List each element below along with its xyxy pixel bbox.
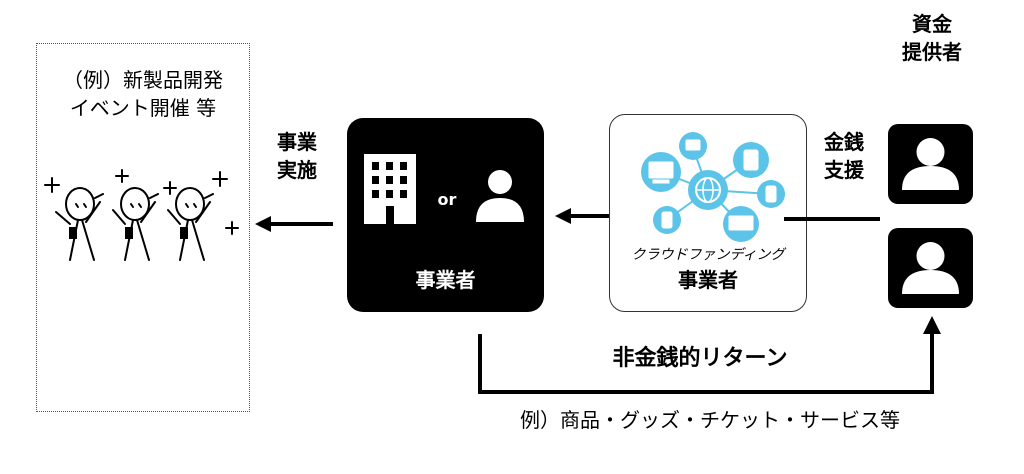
implementation-label: 事業 実施	[272, 128, 322, 184]
person-icon	[902, 138, 959, 190]
implementation-line-2: 実施	[277, 158, 317, 182]
network-devices-icon	[641, 132, 785, 242]
example-caption: （例）新製品開発 イベント開催 等	[36, 66, 250, 122]
money-support-label: 金銭 支援	[816, 128, 872, 184]
provider-box-2	[888, 228, 973, 308]
person-icon	[902, 242, 959, 294]
example-line-1: （例）新製品開発	[63, 68, 223, 92]
money-line-1: 金銭	[824, 130, 864, 154]
building-icon	[364, 154, 416, 224]
fund-providers-label: 資金 提供者	[886, 10, 978, 66]
sparkle-icon	[44, 177, 60, 193]
provider-box-1	[888, 124, 973, 204]
providers-line-1: 資金	[912, 12, 952, 36]
crowdfunding-line-2: 事業者	[678, 268, 738, 292]
cheering-people-illustration	[44, 169, 239, 261]
sparkle-icon	[163, 181, 177, 195]
or-label: or	[437, 190, 457, 209]
example-outcomes-box	[36, 43, 250, 412]
business-operator-label: 事業者	[415, 268, 476, 292]
example-line-2: イベント開催 等	[69, 96, 217, 120]
crowdfunding-line-1: クラウドファンディング	[631, 247, 785, 263]
providers-line-2: 提供者	[902, 40, 962, 64]
arrow-to-implementation	[255, 216, 333, 232]
money-line-2: 支援	[824, 158, 864, 182]
non-monetary-return-title: 非金銭的リターン	[612, 346, 788, 371]
crowdfunding-operator-box	[609, 114, 807, 312]
person-icon	[476, 170, 524, 222]
return-examples: 例）商品・グッズ・チケット・サービス等	[520, 408, 900, 432]
sparkle-icon	[225, 221, 239, 235]
implementation-line-1: 事業	[277, 130, 317, 154]
sparkle-icon	[212, 171, 228, 187]
return-flow-arrow	[478, 316, 941, 394]
money-flow-line	[784, 217, 880, 221]
sparkle-icon	[115, 169, 129, 183]
